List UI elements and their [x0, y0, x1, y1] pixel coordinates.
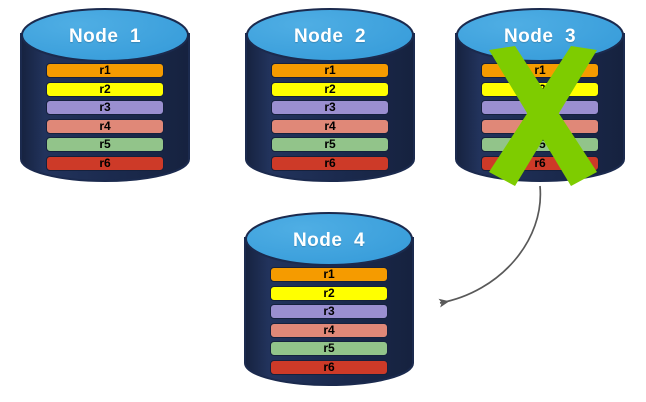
cylinder-top-ellipse — [246, 8, 414, 62]
data-row-r1[interactable]: r1 — [271, 63, 389, 78]
data-row-r5[interactable]: r5 — [46, 137, 164, 153]
node-title: Node 4 — [292, 230, 366, 251]
data-row-r1[interactable]: r1 — [46, 63, 164, 78]
data-row-r6[interactable]: r6 — [270, 359, 388, 375]
node-cylinder-1[interactable]: Node 1 r1 r2 r3 r4 r5 r6 — [20, 8, 190, 182]
data-row-r3[interactable]: r3 — [46, 100, 164, 116]
node-title: Node 3 — [503, 26, 577, 47]
node-cylinder-4[interactable]: Node 4 r1 r2 r3 r4 r5 r6 — [244, 212, 414, 386]
row-stack: r1 r2 r3 r4 r5 r6 — [46, 63, 164, 175]
data-row-r2[interactable]: r2 — [271, 81, 389, 97]
data-row-r2[interactable]: r2 — [270, 285, 388, 301]
data-row-r5[interactable]: r5 — [271, 137, 389, 153]
row-stack: r1 r2 r3 r4 r5 r6 — [271, 63, 389, 175]
data-row-r2[interactable]: r2 — [46, 81, 164, 97]
data-row-r6[interactable]: r6 — [271, 155, 389, 171]
node-title: Node 2 — [293, 26, 367, 47]
data-row-r5[interactable]: r5 — [270, 341, 388, 357]
data-row-r4[interactable]: r4 — [270, 322, 388, 338]
node-cylinder-2[interactable]: Node 2 r1 r2 r3 r4 r5 r6 — [245, 8, 415, 182]
data-row-r4[interactable]: r4 — [271, 118, 389, 134]
row-stack: r1 r2 r3 r4 r5 r6 — [270, 267, 388, 379]
data-row-r6[interactable]: r6 — [46, 155, 164, 171]
failover-arrow — [438, 185, 542, 308]
data-row-r1[interactable]: r1 — [270, 267, 388, 282]
cylinder-top-ellipse — [21, 8, 189, 62]
data-row-r3[interactable]: r3 — [271, 100, 389, 116]
data-row-r4[interactable]: r4 — [46, 118, 164, 134]
cylinder-top-ellipse — [245, 212, 413, 266]
data-row-r3[interactable]: r3 — [270, 304, 388, 320]
node-title: Node 1 — [68, 26, 142, 47]
